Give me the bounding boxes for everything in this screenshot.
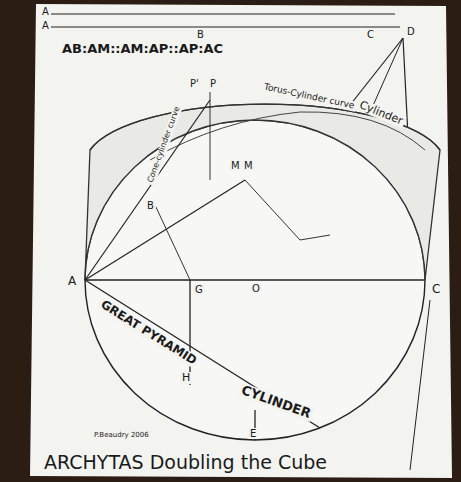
point-label: A [66,275,78,288]
point-label: P.Beaudry 2006 [92,432,151,440]
point-label: C [365,29,376,40]
point-label: M [229,160,242,171]
point-label: E [248,428,258,439]
point-label: B [195,29,206,40]
point-label: O [250,283,262,294]
point-label: A [40,20,51,31]
point-label: G [193,284,205,295]
point-label: D [405,26,417,37]
point-label: AB:AM::AM:AP::AP:AC [60,42,225,56]
point-label: B [145,200,156,211]
point-label: P [208,78,218,89]
point-label: P' [188,78,201,89]
point-label: A [40,6,51,17]
point-label: H [180,372,192,384]
point-label: M [242,160,255,171]
point-label: C [430,283,442,296]
caption-text: ARCHYTAS Doubling the Cube [42,452,329,473]
